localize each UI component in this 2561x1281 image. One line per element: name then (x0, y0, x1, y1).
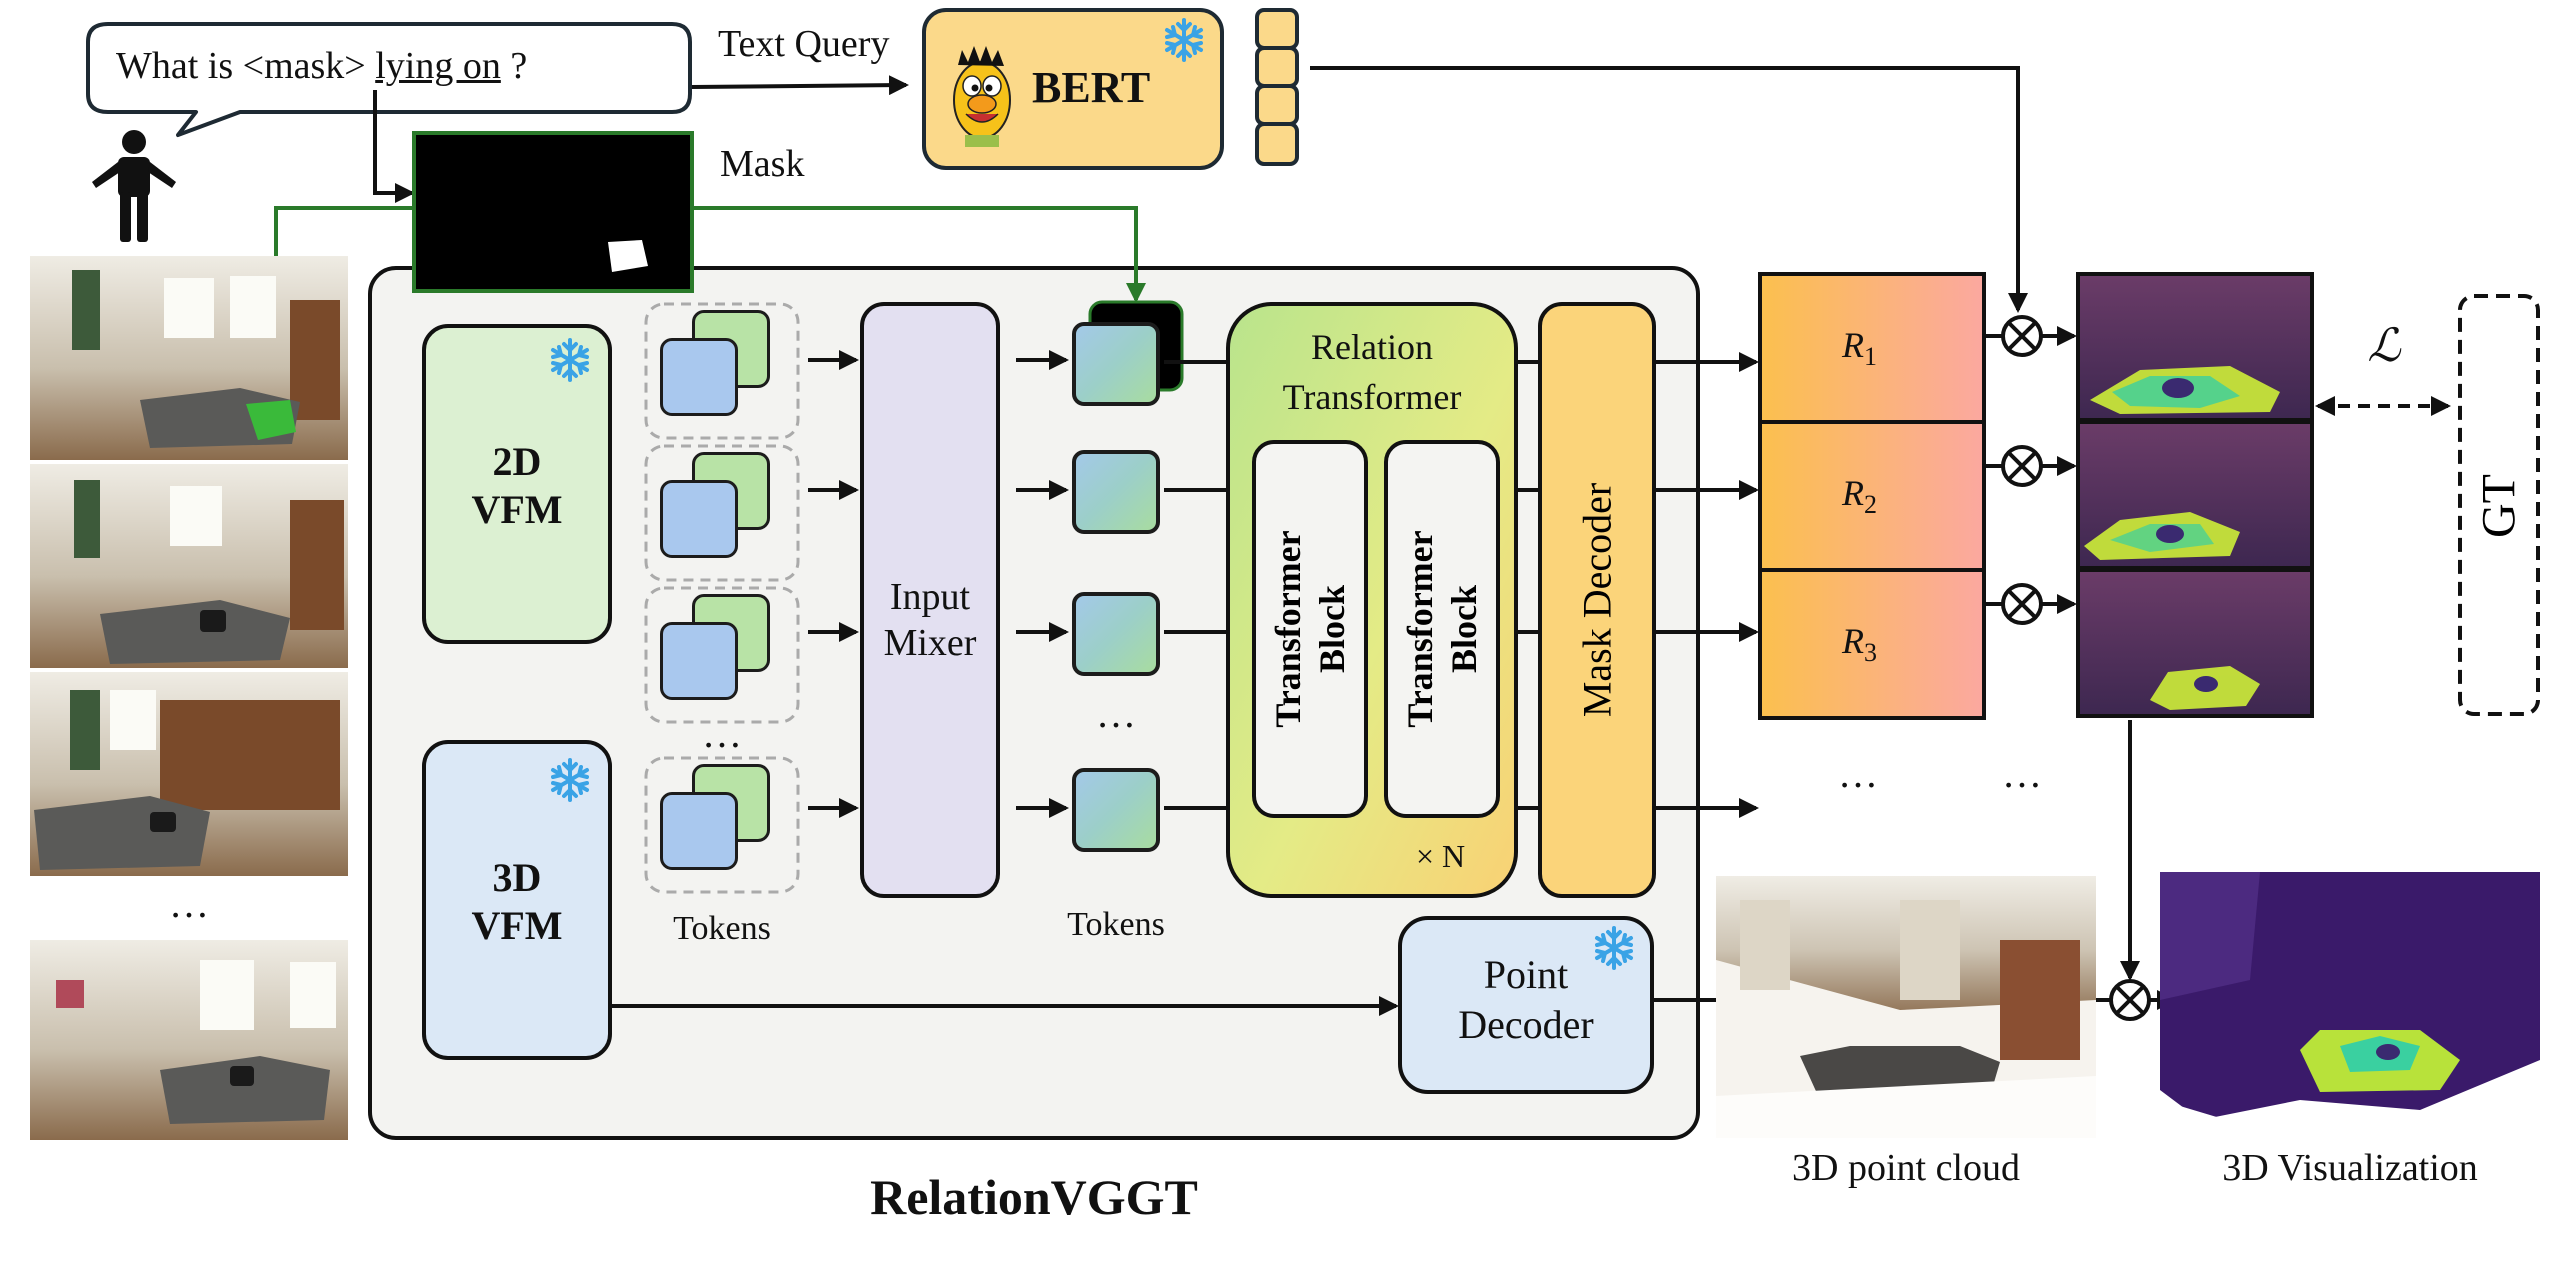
relation-output-r2 (1758, 420, 1986, 572)
mixed-token (1072, 592, 1160, 676)
transformer-block-2 (1384, 440, 1500, 818)
text-embedding-arrow (1310, 66, 2028, 313)
token-stack (652, 310, 770, 416)
decoder-to-relation-arrows (1654, 352, 1759, 818)
mask-decoder-box (1538, 302, 1656, 898)
relation-label-r1: R1 (1842, 325, 1877, 372)
gt-label: GT (2472, 474, 2526, 538)
relation-label-r3: R3 (1842, 621, 1877, 668)
tokens-right-label: Tokens (1067, 906, 1165, 943)
query-text: What is <mask> lying on ? (116, 45, 528, 87)
vfm-3d-box (422, 740, 612, 1060)
mask-image (412, 131, 694, 293)
visualization-multiply-operator (2109, 979, 2151, 1021)
text-query-arrow (691, 75, 909, 96)
mask-to-token-arrow (692, 206, 1146, 303)
mask-decoder-label: Mask Decoder (1574, 482, 1620, 718)
ellipsis-input-frames: … (169, 881, 209, 926)
ellipsis-relations: … (1838, 751, 1878, 796)
token-stack (652, 764, 770, 870)
relation-output-r1 (1758, 272, 1986, 424)
gt-box (2458, 294, 2540, 716)
query-speech-bubble (86, 22, 692, 137)
relation-to-decoder-lines (1516, 360, 1540, 810)
tokens-left-label: Tokens (673, 910, 771, 947)
mixed-token (1072, 450, 1160, 534)
frozen-snowflake-icon (1595, 926, 1633, 970)
text-query-label: Text Query (718, 23, 890, 65)
query-relation: lying on (375, 45, 501, 87)
mask-label: Mask (720, 143, 805, 185)
input-mixer-box (860, 302, 1000, 898)
transformer-repeat-label: × N (1416, 838, 1466, 874)
tokens-to-mixer-arrows (808, 350, 859, 818)
diagram-title: RelationVGGT (870, 1169, 1198, 1225)
multiply-to-output-arrows (2041, 326, 2077, 614)
tokens-to-relation-lines (1164, 360, 1230, 810)
query-to-mask-arrow (373, 90, 415, 203)
token-stack (652, 594, 770, 700)
transformer-block-1 (1252, 440, 1368, 818)
point-decoder-box (1398, 916, 1654, 1094)
ellipsis-mixed-tokens: … (1096, 691, 1136, 736)
ellipsis-multiply: … (2002, 751, 2042, 796)
segmentation-output-frames (2076, 272, 2314, 718)
vfm-2d-box (422, 324, 612, 644)
text-embedding-tokens (1255, 8, 1299, 166)
relation-output-r3 (1758, 568, 1986, 720)
visualization-3d-image (2160, 872, 2540, 1140)
mixer-to-tokens-arrows (1016, 350, 1069, 818)
multiply-operators (1984, 315, 2043, 625)
bert-label: BERT (1032, 63, 1151, 112)
mixed-token (1072, 768, 1160, 852)
frozen-snowflake-icon (551, 758, 589, 802)
mixed-token-masked (1072, 322, 1160, 406)
token-groups-left (644, 302, 800, 894)
visualization-label: 3D Visualization (2222, 1147, 2478, 1189)
bert-mascot-icon (953, 46, 1011, 147)
ellipsis-left-tokens: … (702, 711, 742, 756)
input-image-sequence (30, 256, 348, 1140)
token-stack (652, 452, 770, 558)
point-cloud-label: 3D point cloud (1792, 1147, 2020, 1189)
frozen-snowflake-icon (551, 338, 589, 382)
frozen-snowflake-icon (1165, 18, 1203, 62)
relation-label-r2: R2 (1842, 473, 1877, 520)
point-cloud-image (1716, 876, 2096, 1138)
loss-label: ℒ (2367, 320, 2401, 371)
user-person-icon (92, 130, 176, 242)
